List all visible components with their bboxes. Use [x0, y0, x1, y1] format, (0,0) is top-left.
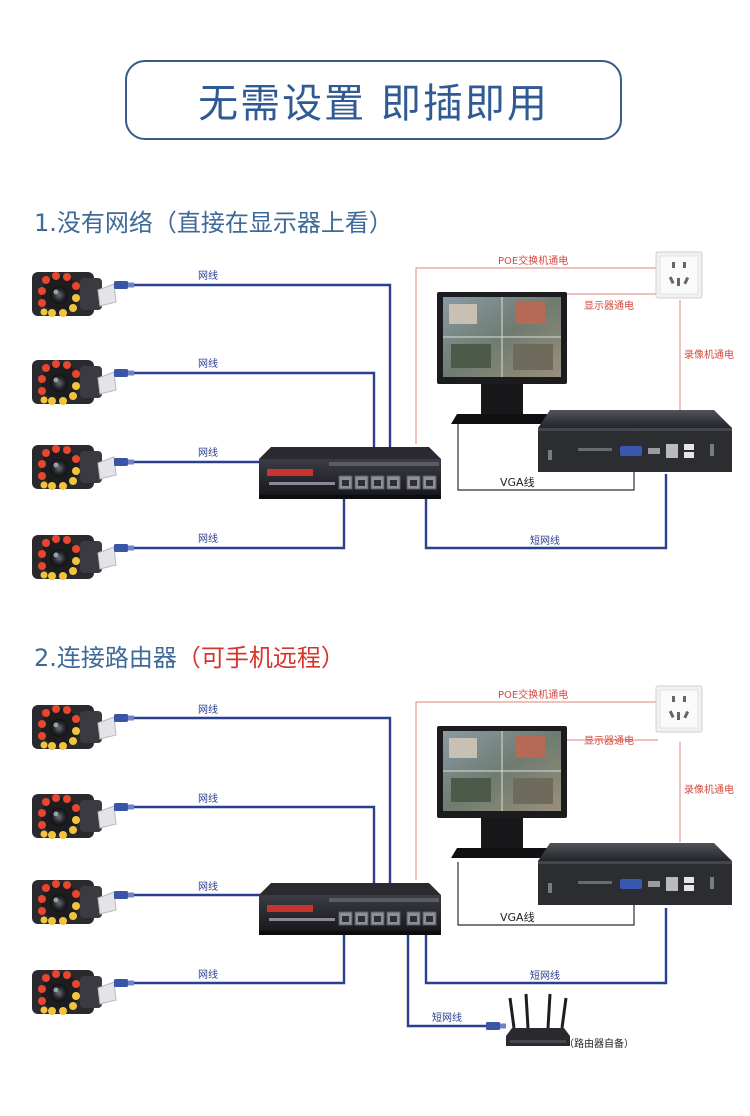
section2-cable-label-1: 网线 — [198, 703, 218, 716]
section1-monitor-power-label: 显示器通电 — [584, 299, 634, 312]
section1-jack-3-icon — [114, 458, 134, 466]
section2-cable-label-4: 网线 — [198, 968, 218, 981]
section2-router-cable-label: 短网线 — [432, 1011, 462, 1024]
section1-camera-2-icon — [31, 359, 117, 406]
section2-nvr-icon — [538, 843, 732, 905]
section1-cable-label-1: 网线 — [198, 269, 218, 282]
section2-jack-2-icon — [114, 803, 134, 811]
section2-router-label: （路由器自备） — [564, 1037, 634, 1050]
section2-poe-power-label: POE交换机通电 — [498, 688, 568, 701]
section1-poe-power-label: POE交换机通电 — [498, 254, 568, 267]
section2-router-jack-icon — [486, 1022, 506, 1030]
section1-short-cable-label: 短网线 — [530, 534, 560, 547]
section1-jack-4-icon — [114, 544, 134, 552]
section1-cable-label-2: 网线 — [198, 357, 218, 370]
section2-power-lines — [415, 701, 681, 880]
section1-camera-cables — [128, 283, 392, 550]
section1-camera-4-icon — [31, 534, 117, 581]
section2-cable-label-3: 网线 — [198, 880, 218, 893]
section1-nvr-icon — [538, 410, 732, 472]
section2-vga-line — [457, 862, 635, 926]
section1-camera-3-icon — [31, 444, 117, 491]
section2-monitor-power-label: 显示器通电 — [584, 734, 634, 747]
section2-power-socket-icon — [655, 685, 703, 733]
section2-heading: 2.连接路由器（可手机远程） — [34, 638, 345, 673]
section2-camera-1-icon — [31, 704, 117, 751]
section1-power-lines — [415, 267, 681, 444]
section1-heading-paren: （直接在显示器上看） — [152, 209, 393, 237]
section1-heading: 1.没有网络（直接在显示器上看） — [34, 203, 393, 238]
title-banner: 无需设置 即插即用 — [125, 60, 622, 140]
section1-short-cable — [424, 474, 668, 550]
page-title: 无需设置 即插即用 — [198, 81, 549, 127]
section2-router-icon — [504, 992, 572, 1048]
section1-poe-switch-icon — [258, 446, 442, 500]
section1-diagram: 网线 网线 网线 网线 POE交换机通电 显示器通电 录像机通电 VGA线 短网… — [31, 251, 734, 581]
section1-camera-1-icon — [31, 271, 117, 318]
section2-router-cable — [406, 928, 490, 1028]
section2-poe-switch-icon — [258, 882, 442, 936]
section1-vga-line — [457, 422, 635, 491]
section2-camera-2-icon — [31, 793, 117, 840]
section2-vga-label: VGA线 — [500, 910, 535, 924]
section1-nvr-power-label: 录像机通电 — [684, 348, 734, 361]
section2-camera-cables — [128, 716, 392, 985]
section2-cable-label-2: 网线 — [198, 792, 218, 805]
section2-jack-1-icon — [114, 714, 134, 722]
section2-camera-3-icon — [31, 879, 117, 926]
section2-short-cable — [424, 908, 668, 985]
section2-nvr-power-label: 录像机通电 — [684, 783, 734, 796]
section2-camera-4-icon — [31, 969, 117, 1016]
section1-cable-label-4: 网线 — [198, 532, 218, 545]
section2-short-cable-label: 短网线 — [530, 969, 560, 982]
section1-monitor-icon — [436, 291, 568, 425]
section2-monitor-icon — [436, 725, 568, 859]
section1-jack-1-icon — [114, 281, 134, 289]
section1-jack-2-icon — [114, 369, 134, 377]
section2-heading-main: 2.连接路由器 — [34, 644, 177, 672]
section2-jack-3-icon — [114, 891, 134, 899]
section2-diagram: 网线 网线 网线 网线 POE交换机通电 显示器通电 录像机通电 VGA线 短网… — [31, 685, 734, 1050]
section1-vga-label: VGA线 — [500, 475, 535, 489]
section1-cable-label-3: 网线 — [198, 446, 218, 459]
section1-power-socket-icon — [655, 251, 703, 299]
section2-jack-4-icon — [114, 979, 134, 987]
section1-heading-main: 1.没有网络 — [34, 209, 153, 237]
section2-heading-paren: （可手机远程） — [176, 644, 345, 672]
